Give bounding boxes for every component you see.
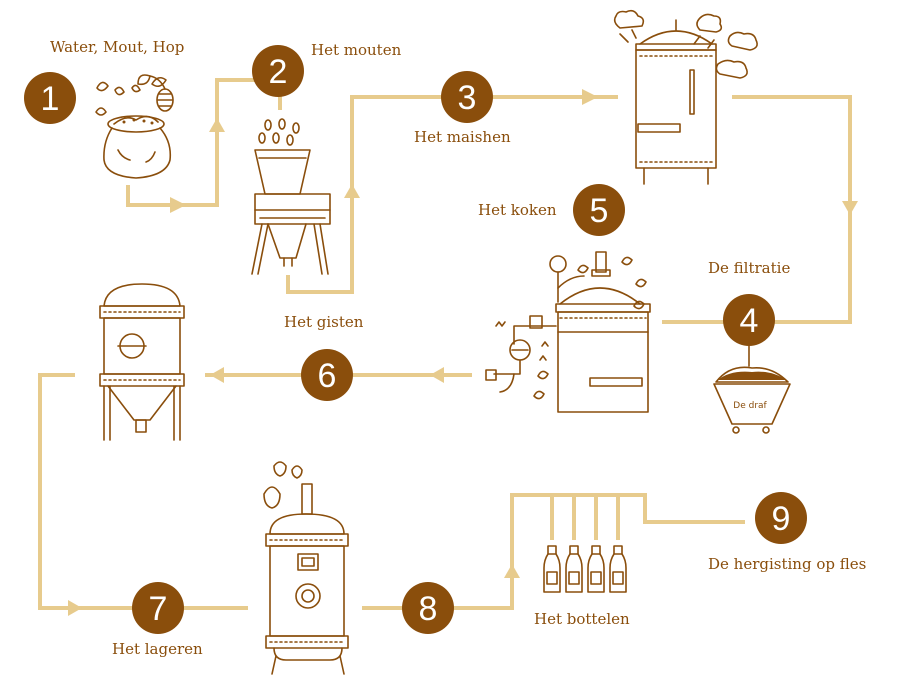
step-badge-8: 8 — [402, 582, 454, 634]
step-badge-7: 7 — [132, 582, 184, 634]
step-label-6: Het gisten — [284, 313, 364, 331]
step-badge-9: 9 — [755, 492, 807, 544]
fermenter-icon — [99, 283, 185, 441]
lagering-tank-icon — [263, 461, 349, 675]
cart-label: De draf — [733, 401, 767, 411]
lauter-tun-icon: De draf — [713, 366, 791, 434]
step-label-4: De filtratie — [708, 259, 790, 277]
malt-mill-icon — [251, 118, 331, 275]
step-badge-2: 2 — [252, 45, 304, 97]
step-badge-6: 6 — [301, 349, 353, 401]
brew-kettle-icon — [485, 251, 651, 413]
mash-tun-icon — [613, 9, 758, 185]
step-badge-4: 4 — [723, 294, 775, 346]
sack-hops-icon — [95, 74, 174, 179]
step-label-5: Het koken — [478, 201, 557, 219]
step-label-9: De hergisting op fles — [708, 555, 866, 573]
step-label-8: Het bottelen — [534, 610, 630, 628]
step-number: 9 — [772, 500, 791, 538]
step-number: 4 — [740, 302, 759, 340]
step-label-7: Het lageren — [112, 640, 203, 658]
step-badge-3: 3 — [441, 71, 493, 123]
step-number: 1 — [41, 80, 60, 118]
step-number: 8 — [419, 590, 438, 628]
step-badge-5: 5 — [573, 184, 625, 236]
step-label-2: Het mouten — [311, 41, 402, 59]
step-label-3: Het maishen — [414, 128, 511, 146]
step-number: 5 — [590, 192, 609, 230]
bottles-icon — [543, 545, 627, 593]
step-label-1: Water, Mout, Hop — [50, 38, 184, 56]
step-number: 7 — [149, 590, 168, 628]
step-number: 2 — [269, 53, 288, 91]
step-number: 6 — [318, 357, 337, 395]
step-number: 3 — [458, 79, 477, 117]
step-badge-1: 1 — [24, 72, 76, 124]
flow-lines — [38, 78, 858, 616]
